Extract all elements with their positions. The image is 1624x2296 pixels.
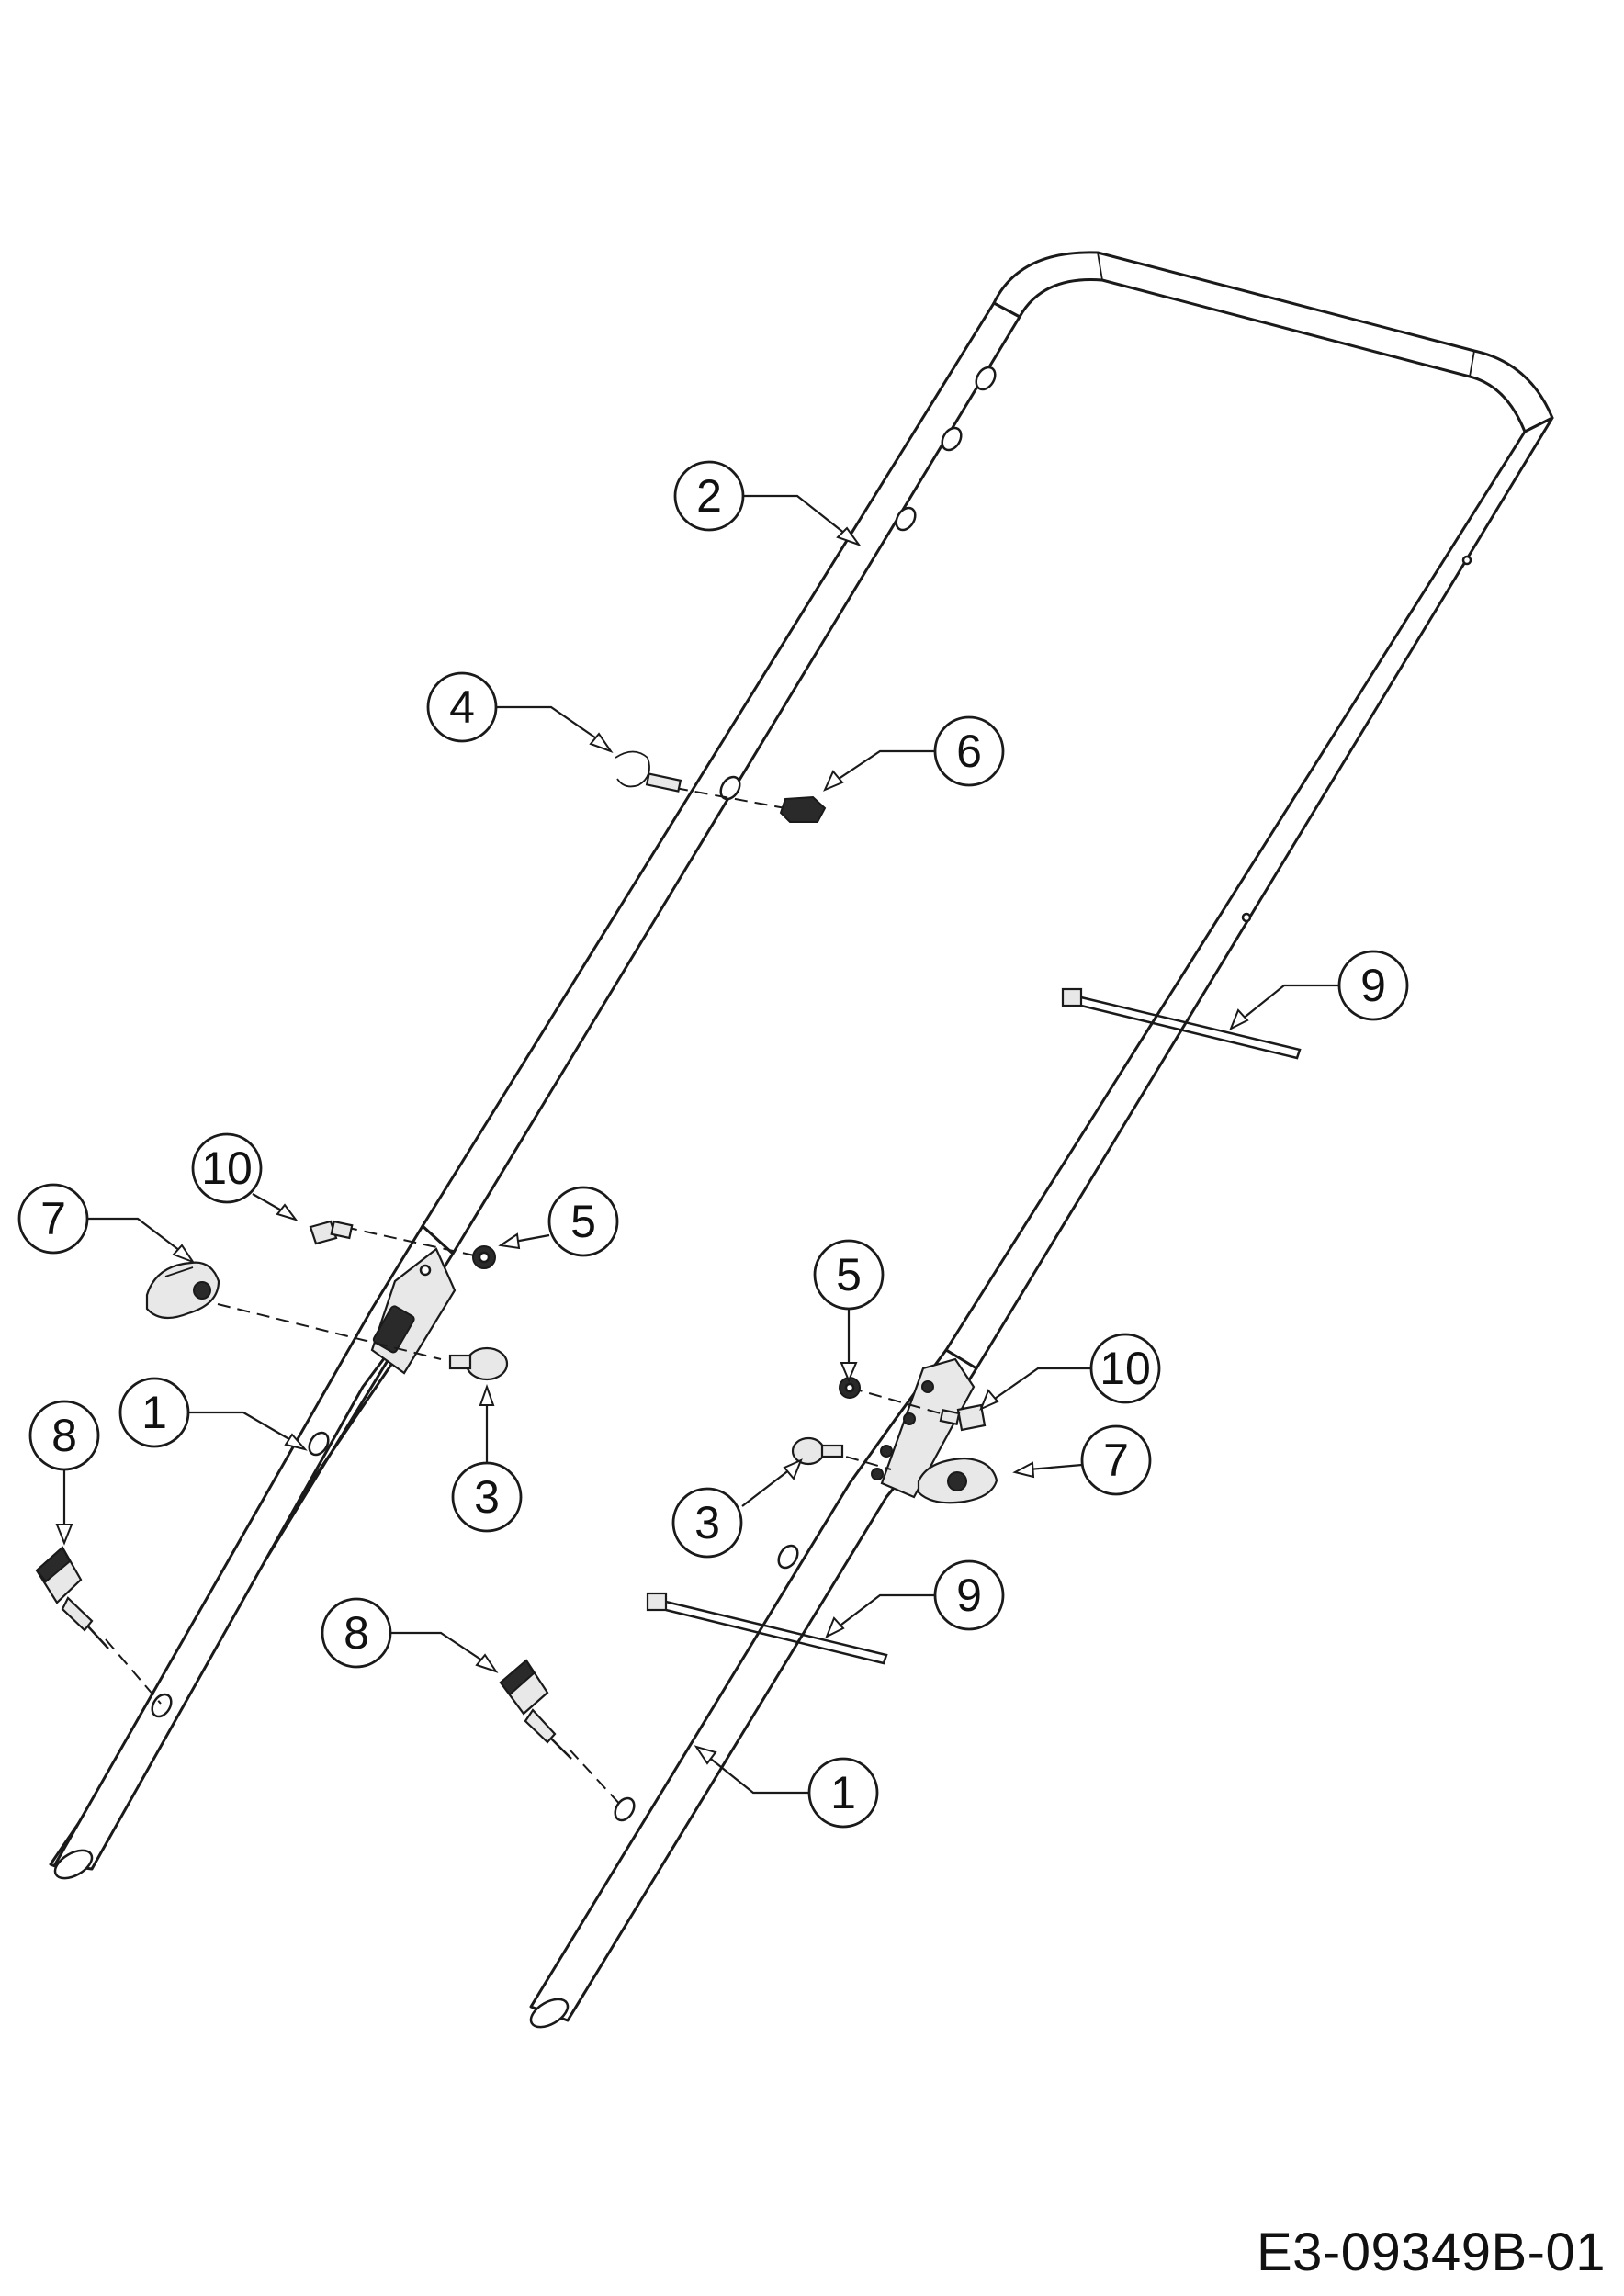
knob-bolt-part-8-right (499, 1659, 572, 1760)
callout-9-upper: 9 (1337, 950, 1409, 1021)
cable-clip-part-6 (779, 795, 827, 823)
callout-10-left: 10 (191, 1132, 263, 1204)
callout-1-left: 1 (118, 1377, 190, 1448)
svg-text:9: 9 (1360, 960, 1386, 1011)
knob-part-7-left (145, 1261, 220, 1320)
drawing-code: E3-09349B-01 (1256, 2223, 1606, 2282)
svg-text:8: 8 (344, 1607, 369, 1659)
leader-lines (55, 494, 1339, 1795)
svg-text:3: 3 (694, 1497, 720, 1548)
callout-3-left: 3 (451, 1461, 523, 1533)
svg-text:5: 5 (570, 1196, 596, 1247)
carriage-bolt-part-3-left (448, 1346, 509, 1381)
callout-7-right: 7 (1080, 1424, 1152, 1496)
callout-5-right: 5 (813, 1239, 885, 1311)
carriage-bolt-part-3-right (791, 1436, 844, 1466)
svg-text:8: 8 (51, 1410, 77, 1461)
callout-8-left: 8 (28, 1400, 100, 1471)
clip-part-4 (615, 750, 682, 793)
left-joint-bracket (370, 1247, 457, 1375)
callout-2: 2 (673, 460, 745, 532)
svg-text:7: 7 (1103, 1435, 1129, 1486)
svg-text:2: 2 (696, 470, 722, 522)
cable-tie-part-9-upper (1061, 987, 1302, 1060)
svg-text:10: 10 (201, 1142, 253, 1194)
svg-text:6: 6 (956, 726, 982, 777)
callout-8-right: 8 (321, 1597, 392, 1669)
svg-text:3: 3 (474, 1471, 500, 1523)
nut-part-5-right (839, 1377, 861, 1399)
bolt-part-10-left (309, 1220, 354, 1245)
callout-7-left: 7 (17, 1183, 89, 1255)
svg-text:7: 7 (40, 1193, 66, 1244)
svg-text:10: 10 (1100, 1343, 1151, 1394)
callout-1-right: 1 (807, 1757, 879, 1829)
svg-text:5: 5 (836, 1249, 862, 1300)
callout-10-right: 10 (1089, 1333, 1161, 1404)
callout-3-right: 3 (671, 1487, 743, 1559)
svg-text:1: 1 (830, 1767, 856, 1818)
nut-part-5-left (472, 1245, 496, 1269)
right-joint-bracket (871, 1357, 976, 1499)
svg-text:4: 4 (449, 681, 475, 733)
callout-9-lower: 9 (933, 1559, 1005, 1631)
callout-6: 6 (933, 715, 1005, 787)
svg-text:1: 1 (141, 1387, 167, 1438)
bolt-part-10-right (939, 1403, 987, 1432)
knob-bolt-part-8-left (35, 1546, 109, 1649)
callout-5-left: 5 (547, 1186, 619, 1257)
cable-tie-part-9-lower (646, 1592, 888, 1665)
svg-text:9: 9 (956, 1570, 982, 1621)
callout-4: 4 (426, 671, 498, 743)
knob-part-7-right (917, 1457, 998, 1504)
